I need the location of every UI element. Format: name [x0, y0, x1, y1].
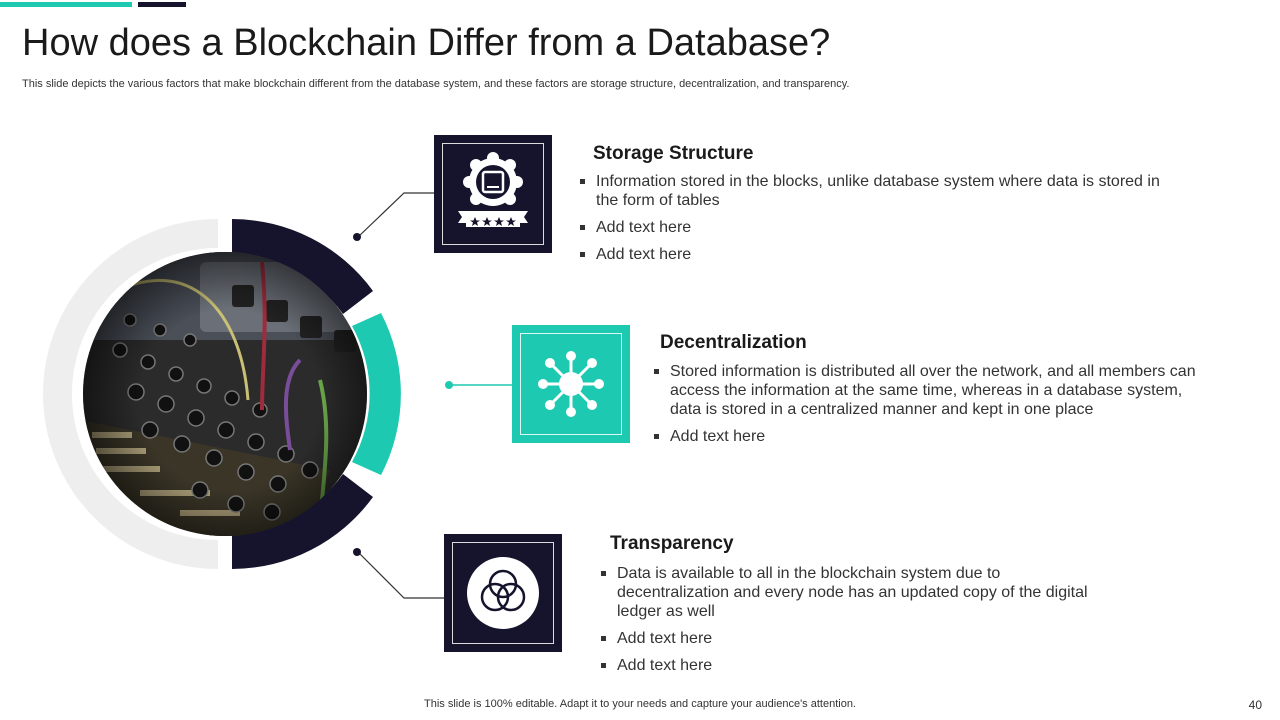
bullet-item: Add text here [599, 629, 1099, 648]
transparency-icon-frame [452, 542, 554, 644]
audio-mixer-photo [83, 252, 367, 536]
connector-top [353, 192, 436, 241]
decentralization-icon-box [512, 325, 630, 443]
section-heading-decentralization: Decentralization [660, 332, 807, 353]
decentralization-icon-frame [520, 333, 622, 435]
network-hub-icon [538, 351, 604, 417]
section-heading-transparency: Transparency [610, 533, 734, 554]
slide-footer: This slide is 100% editable. Adapt it to… [424, 698, 856, 710]
storage-icon-box [434, 135, 552, 253]
bullet-item: Add text here [652, 427, 1202, 446]
bullet-item: Stored information is distributed all ov… [652, 362, 1202, 419]
bullet-item: Add text here [599, 656, 1099, 675]
page-number: 40 [1248, 698, 1262, 712]
bullet-item: Information stored in the blocks, unlike… [578, 172, 1178, 210]
bullet-list-storage: Information stored in the blocks, unlike… [578, 172, 1178, 272]
ring-segment-top [232, 219, 373, 314]
section-heading-storage: Storage Structure [593, 143, 754, 164]
slide-title: How does a Blockchain Differ from a Data… [22, 22, 831, 64]
bullet-list-decentralization: Stored information is distributed all ov… [652, 362, 1202, 454]
ring-segment-middle [352, 313, 401, 475]
connector-middle [445, 381, 514, 389]
top-accent-bar-dark [138, 2, 186, 7]
ring-segment-bottom [232, 474, 373, 569]
bullet-list-transparency: Data is available to all in the blockcha… [599, 564, 1099, 683]
ring-gray-half [43, 219, 218, 569]
bullet-item: Add text here [578, 218, 1178, 237]
overlapping-circles-icon [467, 557, 539, 629]
transparency-icon-box [444, 534, 562, 652]
storage-badge-icon [458, 152, 528, 227]
top-accent-bar-teal [0, 2, 132, 7]
slide-subtitle: This slide depicts the various factors t… [22, 78, 850, 90]
connector-bottom [353, 548, 446, 599]
bullet-item: Data is available to all in the blockcha… [599, 564, 1099, 621]
bullet-item: Add text here [578, 245, 1178, 264]
storage-icon-frame [442, 143, 544, 245]
